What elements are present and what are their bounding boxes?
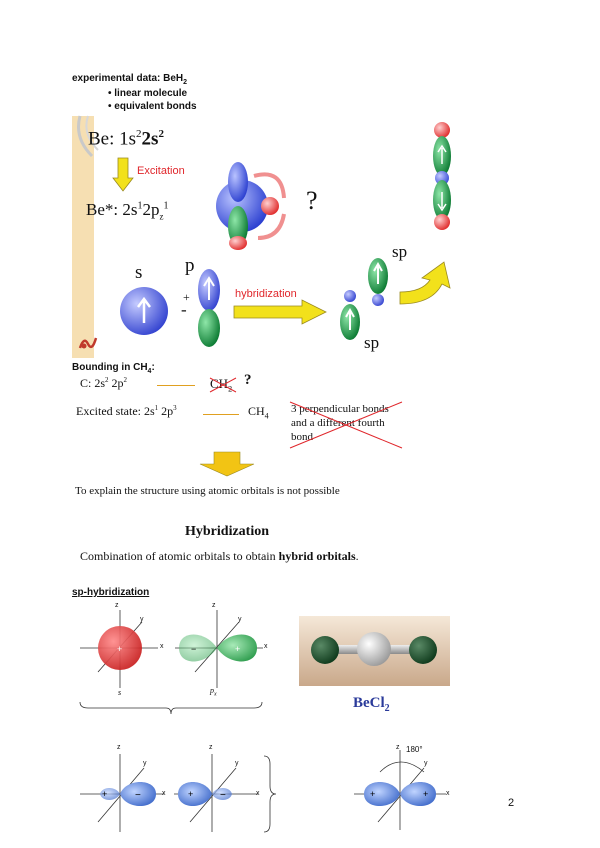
p-orbital-lobes-icon (196, 268, 222, 348)
note-cross-icon (286, 400, 406, 450)
be-excited-orbitals-icon (210, 158, 290, 258)
sp-hybrids-pair-diagram: + − + − (78, 742, 278, 834)
s-axis-z: z (115, 602, 119, 609)
page-number: 2 (508, 797, 514, 809)
s-axis-y: y (140, 616, 144, 623)
becl2-label: BeCl2 (353, 695, 390, 714)
linear-axis-y: y (424, 760, 428, 767)
svg-text:+: + (370, 789, 375, 799)
becl2-model-image (299, 616, 450, 686)
minus-sign: - (181, 300, 187, 320)
p-orbital-label: p (185, 255, 195, 277)
linear-axis-x: x (446, 790, 450, 797)
px-axis-x: x (264, 643, 268, 650)
px-axis-y: y (238, 616, 242, 623)
conclusion-text: To explain the structure using atomic or… (75, 485, 340, 497)
curved-up-arrow-icon (400, 262, 454, 306)
px-orbital-axes-diagram: − + (175, 600, 270, 700)
hybrid2-axis-y: y (235, 760, 239, 767)
down-arrow-icon (113, 158, 133, 192)
s-axis-x: x (160, 643, 164, 650)
becl2-ball-stick-icon (299, 616, 450, 686)
hybridization-title: Hybridization (185, 524, 269, 540)
linear-sp-molecule-icon (425, 120, 459, 232)
s-orbital-axes-diagram: + (80, 600, 170, 700)
be-ground-config: Be: 1s22s2 (88, 128, 164, 150)
carbon-ground-config: C: 2s2 2p2 (80, 376, 127, 391)
connector-line-2 (203, 414, 239, 415)
hybrid1-axis-x: x (162, 790, 166, 797)
bullet-equivalent-bonds: • equivalent bonds (108, 101, 197, 112)
ch2-question: ? (244, 372, 252, 389)
svg-text:+: + (423, 789, 428, 799)
svg-text:+: + (117, 644, 122, 654)
question-mark: ? (306, 186, 318, 216)
ch4-label: CH4 (248, 404, 269, 420)
linear-axis-z: z (396, 744, 400, 751)
sp-label-top: sp (392, 242, 407, 262)
hybrid2-axis-x: x (256, 790, 260, 797)
svg-text:+: + (188, 789, 193, 799)
s-orbital-label: s (135, 262, 142, 284)
svg-text:−: − (220, 790, 226, 801)
s-orbital-sphere-icon (118, 285, 170, 337)
sp-linear-180-diagram: + + (350, 742, 460, 834)
excitation-label: Excitation (137, 165, 185, 177)
bullet-linear-molecule: • linear molecule (108, 88, 187, 99)
sp-hybridization-heading: sp-hybridization (72, 587, 149, 598)
experimental-data-heading: experimental data: BeH2 (72, 73, 187, 86)
logo-icon (78, 334, 96, 352)
brace-icon (78, 700, 264, 716)
svg-text:+: + (235, 644, 240, 654)
hybridization-description: Combination of atomic orbitals to obtain… (80, 549, 359, 564)
px-axis-z: z (212, 602, 216, 609)
angle-180-label: 180° (406, 745, 423, 754)
hybrid1-axis-z: z (117, 744, 121, 751)
ch2-strike-icon (208, 374, 238, 394)
s-caption: s (118, 688, 121, 697)
right-arrow-icon (234, 300, 326, 324)
down-block-arrow-icon (200, 452, 254, 476)
hybridization-label: hybridization (235, 288, 297, 300)
ch4-heading: Bounding in CH4: (72, 362, 155, 375)
sp-label-bottom: sp (364, 333, 379, 353)
connector-line-1 (157, 385, 195, 386)
hybrid2-axis-z: z (209, 744, 213, 751)
svg-text:−: − (135, 790, 141, 801)
svg-text:+: + (102, 789, 107, 799)
be-excited-config: Be*: 2s12pz1 (86, 200, 168, 221)
excited-state-config: Excited state: 2s1 2p3 (76, 404, 177, 419)
hybrid1-axis-y: y (143, 760, 147, 767)
px-caption: px (210, 686, 217, 698)
svg-text:−: − (191, 644, 196, 654)
